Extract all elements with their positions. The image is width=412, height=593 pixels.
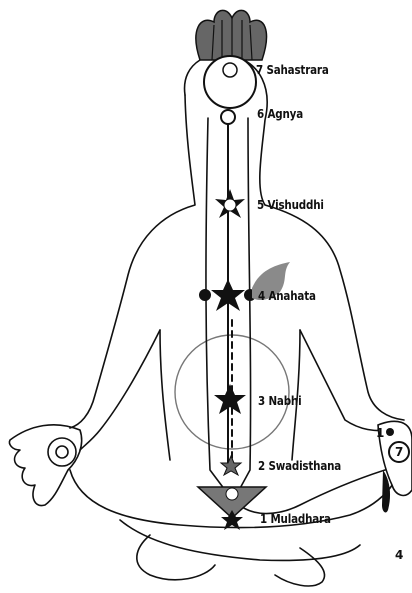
label-2: 2 Swadisthana bbox=[258, 459, 341, 473]
label-4: 4 Anahata bbox=[258, 289, 316, 303]
right-channel bbox=[238, 118, 251, 492]
left-hand bbox=[9, 425, 81, 506]
hand-mark-bottom: 4 bbox=[395, 548, 403, 562]
legs-fold bbox=[120, 520, 360, 560]
label-7: 7 Sahastrara bbox=[256, 63, 329, 77]
muladhara-bindu bbox=[226, 488, 238, 500]
left-foot bbox=[137, 535, 215, 580]
right-foot bbox=[275, 548, 325, 586]
agnya-point bbox=[221, 110, 235, 124]
hand-mark-circle: 7 bbox=[395, 445, 403, 459]
label-3: 3 Nabhi bbox=[258, 394, 301, 408]
hand-mark-top: 1 bbox=[376, 426, 384, 440]
label-6: 6 Agnya bbox=[257, 107, 303, 121]
nabhi-star bbox=[214, 384, 246, 414]
inner-arm-left bbox=[80, 330, 160, 450]
torso-left bbox=[160, 330, 170, 460]
left-palm-dot bbox=[56, 446, 68, 458]
sahastrara-symbol bbox=[204, 56, 256, 108]
inner-arm-right bbox=[300, 330, 392, 431]
left-palm-circle bbox=[48, 438, 76, 466]
label-1: 1 Muladhara bbox=[260, 512, 331, 526]
lotus-crown bbox=[196, 10, 267, 60]
anahata-dot-left bbox=[199, 289, 211, 301]
right-hand-dot bbox=[386, 428, 394, 436]
swadisthana-star bbox=[221, 456, 241, 475]
vishuddhi-star bbox=[215, 189, 245, 218]
label-5: 5 Vishuddhi bbox=[257, 198, 324, 212]
